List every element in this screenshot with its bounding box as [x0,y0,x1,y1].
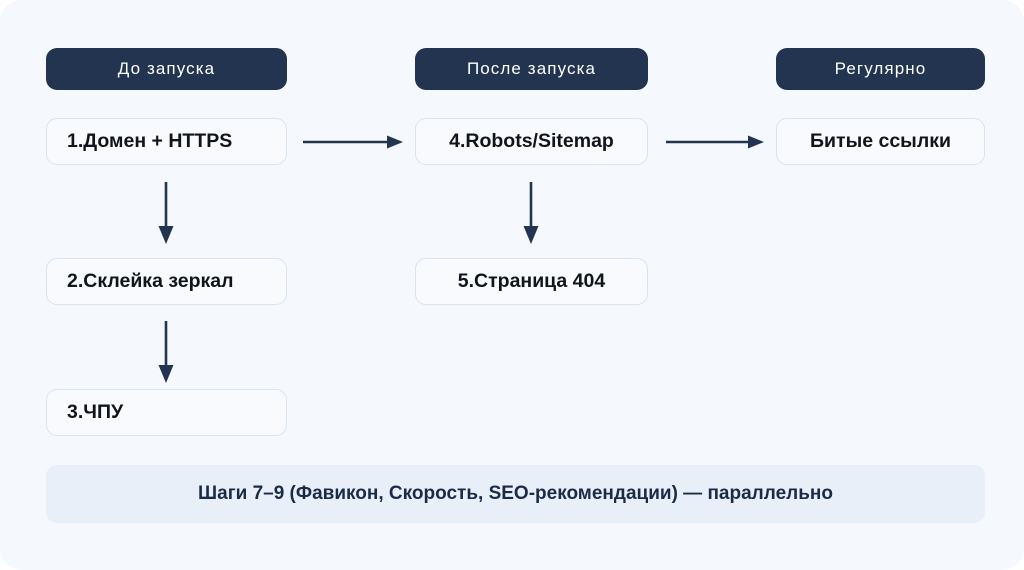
column-header-label: После запуска [466,59,597,78]
arrow-right-domain-to-robots [303,135,403,149]
column-header-label: Регулярно [834,59,927,78]
arrow-right-robots-to-broken-links [666,135,764,149]
node-label: 4.Robots/Sitemap [449,130,614,152]
node-label: 3.ЧПУ [67,401,124,423]
node-label: 1.Домен + HTTPS [67,130,233,152]
column-header-before-launch: До запуска [46,48,287,90]
arrow-down-robots-to-404 [523,182,539,244]
column-header-regular: Регулярно [776,48,985,90]
parallel-steps-label: Шаги 7–9 (Фавикон, Скорость, SEO-рекомен… [198,483,833,504]
parallel-steps-banner: Шаги 7–9 (Фавикон, Скорость, SEO-рекомен… [46,465,985,523]
column-header-label: До запуска [117,59,216,78]
arrow-down-domain-to-mirror [158,182,174,244]
node-label: 2.Склейка зеркал [67,270,234,292]
arrow-down-mirror-to-urls [158,321,174,383]
node-label: Битые ссылки [810,130,951,152]
node-mirror-merge: 2.Склейка зеркал [46,258,287,305]
node-page-404: 5.Страница 404 [415,258,648,305]
node-broken-links: Битые ссылки [776,118,985,165]
column-header-after-launch: После запуска [415,48,648,90]
node-domain-https: 1.Домен + HTTPS [46,118,287,165]
node-label: 5.Страница 404 [457,270,606,292]
node-human-readable-urls: 3.ЧПУ [46,389,287,436]
node-robots-sitemap: 4.Robots/Sitemap [415,118,648,165]
